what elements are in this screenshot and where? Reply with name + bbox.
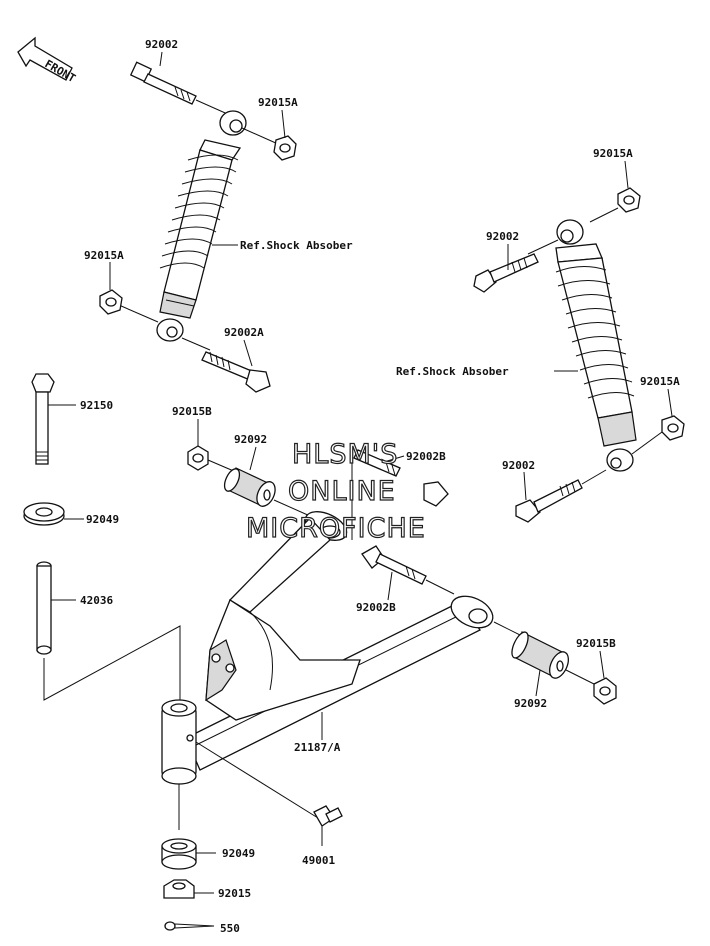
- swing-arm: [161, 511, 494, 785]
- nut-top-right: [617, 187, 641, 213]
- lower-seal: [161, 838, 197, 870]
- callout-labels: 92002 92015A Ref.Shock Absober 92015A 92…: [80, 38, 680, 935]
- bolt-lower-right: [515, 479, 583, 523]
- label-bushing-right: 92092: [514, 697, 547, 710]
- castle-nut: [163, 879, 195, 899]
- label-grease-nipple: 49001: [302, 854, 335, 867]
- bolt-arm: [361, 545, 427, 585]
- label-bolt-center: 92002B: [406, 450, 446, 463]
- label-shock-right-ref: Ref.Shock Absober: [396, 365, 509, 378]
- watermark: HLSM'S ONLINE MICROFICHE: [245, 438, 426, 544]
- bolt-mid-left: [201, 351, 271, 393]
- right-shock-absorber: [473, 187, 685, 523]
- label-bolt-pivot: 92150: [80, 399, 113, 412]
- left-shock-absorber: [99, 61, 297, 393]
- grease-nipple: [313, 805, 343, 827]
- label-nut-pivot-right: 92015B: [576, 637, 616, 650]
- label-bolt-arm: 92002B: [356, 601, 396, 614]
- nut-pivot-right: [593, 677, 617, 705]
- bushing-left: [223, 467, 276, 507]
- nut-right: [661, 415, 685, 441]
- label-nut-castle: 92015: [218, 887, 251, 900]
- label-bolt-lower-right: 92002: [502, 459, 535, 472]
- front-arrow-icon: FRONT: [17, 36, 78, 85]
- cotter-pin: [164, 921, 215, 931]
- label-arm: 21187/A: [294, 741, 341, 754]
- label-nut-right: 92015A: [640, 375, 680, 388]
- bolt-top-left: [129, 61, 197, 105]
- label-bolt-top-right: 92002: [486, 230, 519, 243]
- install-path-line: [43, 625, 181, 708]
- nut-mid-left: [99, 289, 123, 315]
- bushing-right: [511, 631, 570, 679]
- upper-seal: [23, 502, 65, 526]
- bolt-top-right: [473, 253, 539, 293]
- label-shock-left-ref: Ref.Shock Absober: [240, 239, 353, 252]
- bolt-center: [353, 449, 449, 507]
- label-bolt-mid-left: 92002A: [224, 326, 264, 339]
- watermark-line-1: HLSM'S: [292, 439, 398, 470]
- label-bolt-top-left: 92002: [145, 38, 178, 51]
- label-seal-lower: 92049: [222, 847, 255, 860]
- label-nut-mid-left: 92015A: [84, 249, 124, 262]
- label-bushing-left: 92092: [234, 433, 267, 446]
- label-cotter-pin: 550: [220, 922, 240, 935]
- sleeve: [36, 561, 52, 655]
- label-nut-pivot-left: 92015B: [172, 405, 212, 418]
- watermark-line-2: ONLINE: [288, 476, 396, 507]
- nut-top-left: [273, 135, 297, 161]
- pivot-bolt: [31, 373, 55, 465]
- nut-pivot-left: [187, 445, 209, 471]
- label-sleeve: 42036: [80, 594, 113, 607]
- label-nut-top-right: 92015A: [593, 147, 633, 160]
- watermark-line-3: MICROFICHE: [246, 513, 426, 544]
- label-nut-top-left: 92015A: [258, 96, 298, 109]
- callout-leaders: [109, 51, 673, 740]
- label-seal-upper: 92049: [86, 513, 119, 526]
